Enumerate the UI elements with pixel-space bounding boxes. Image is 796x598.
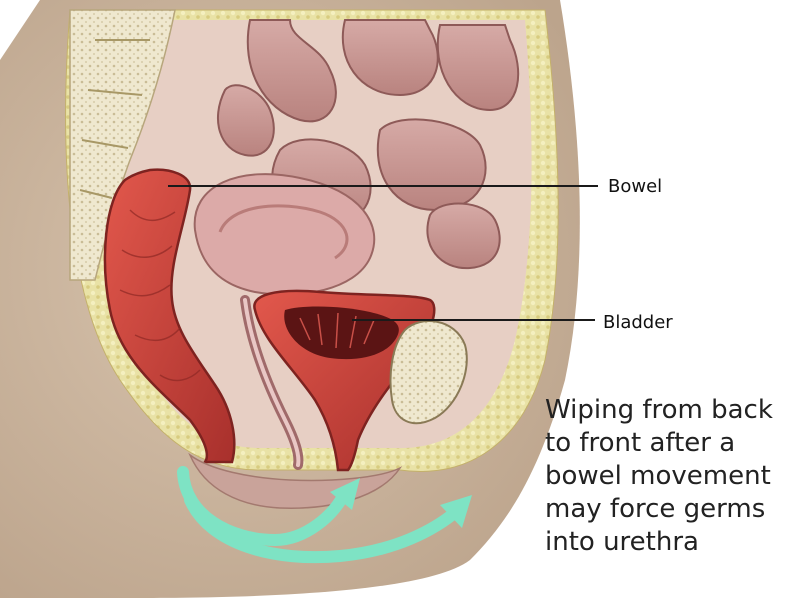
bowel-label: Bowel	[608, 176, 662, 197]
caption-line: Wiping from back	[545, 394, 795, 427]
bladder-label: Bladder	[603, 312, 673, 333]
caption-text: Wiping from back to front after a bowel …	[545, 394, 795, 559]
caption-line: to front after a	[545, 427, 795, 460]
caption-line: may force germs	[545, 493, 795, 526]
caption-line: into urethra	[545, 526, 795, 559]
caption-line: bowel movement	[545, 460, 795, 493]
